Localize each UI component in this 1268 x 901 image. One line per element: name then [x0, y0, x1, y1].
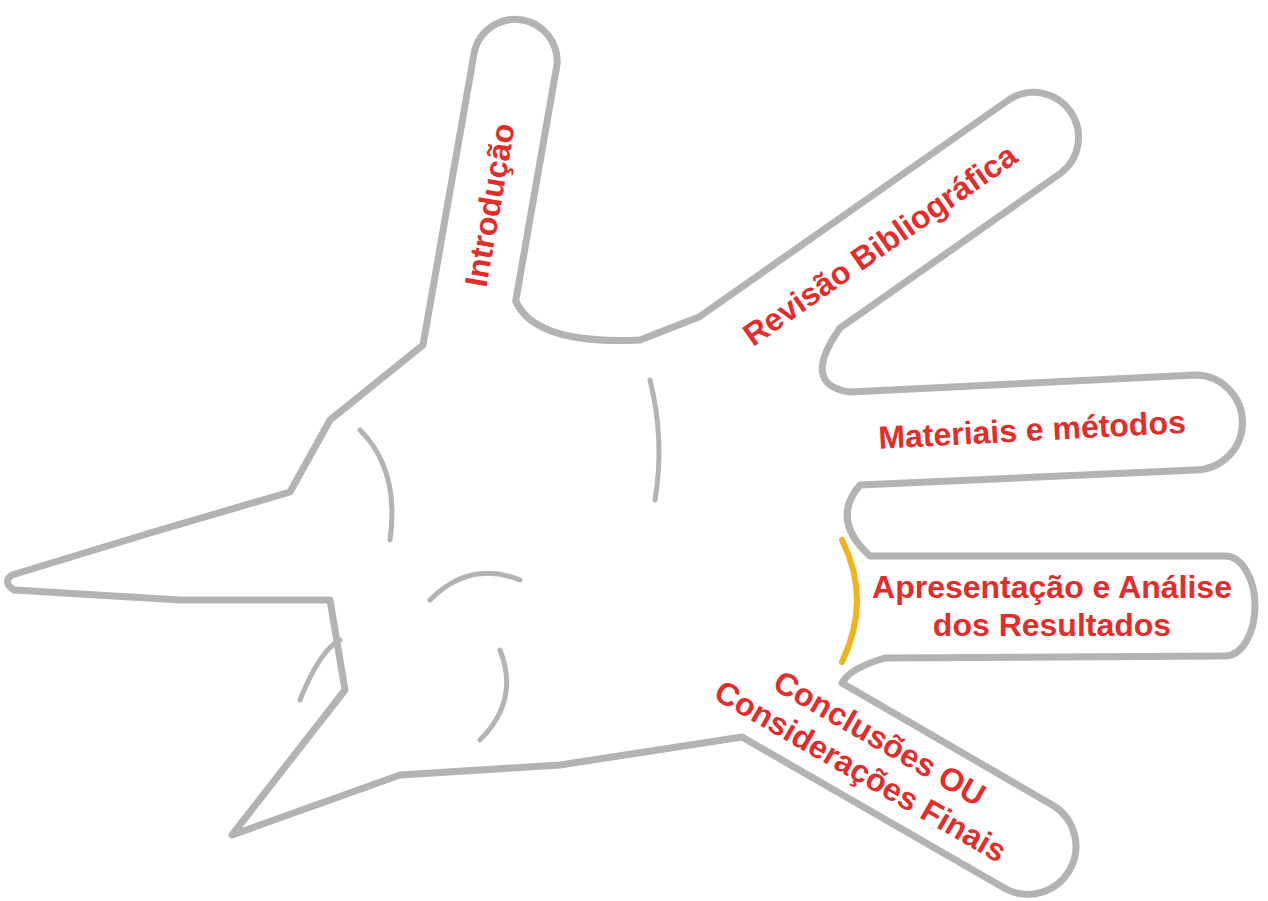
hand-outline [7, 19, 1255, 894]
palm-crease [480, 650, 507, 740]
palm-crease [360, 430, 392, 540]
section-label: Revisão Bibliográfica [736, 136, 1025, 354]
palm-creases [300, 380, 659, 740]
section-label: Conclusões OU Considerações Finais [695, 632, 1045, 878]
ring-bracket [842, 540, 857, 662]
palm-crease [300, 640, 340, 700]
palm-crease [430, 573, 520, 600]
palm-crease [650, 380, 659, 500]
section-label: Apresentação e Análise dos Resultados [862, 568, 1242, 645]
